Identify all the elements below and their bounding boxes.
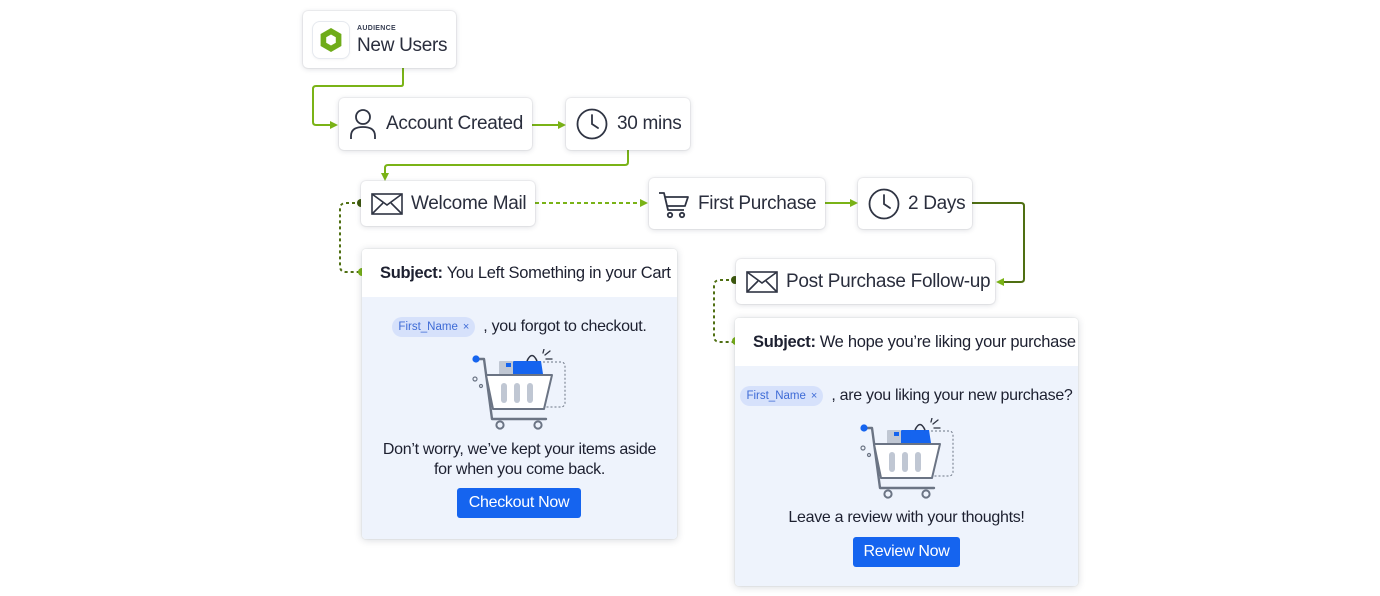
checkout-now-button[interactable]: Checkout Now <box>457 488 581 518</box>
mail-icon <box>746 270 778 293</box>
email-message: Don’t worry, we’ve kept your items aside… <box>382 441 657 478</box>
audience-node[interactable]: AUDIENCE New Users <box>303 11 456 68</box>
wait-node-30-mins[interactable]: 30 mins <box>566 98 690 150</box>
subject-label: Subject: <box>380 263 443 282</box>
node-label: Account Created <box>386 113 524 134</box>
review-now-button[interactable]: Review Now <box>853 537 960 567</box>
subject-text: We hope you’re liking your purchase <box>819 332 1076 351</box>
wait-node-2-days[interactable]: 2 Days <box>858 178 972 229</box>
node-label: 2 Days <box>908 192 966 214</box>
clock-icon <box>868 188 900 220</box>
connector-wait-to-welcome <box>381 150 629 181</box>
email-body: First_Name × , you forgot to checkout. <box>362 297 677 539</box>
email-node-post-purchase[interactable]: Post Purchase Follow-up <box>736 259 995 304</box>
email-node-welcome-mail[interactable]: Welcome Mail <box>361 181 535 226</box>
personalization-chip[interactable]: First_Name × <box>392 317 476 337</box>
cart-icon <box>658 188 690 220</box>
email-subject: Subject: You Left Something in your Cart <box>362 249 677 297</box>
connector-postpurchase-to-email2 <box>713 279 735 343</box>
subject-text: You Left Something in your Cart <box>446 263 671 282</box>
node-label: Post Purchase Follow-up <box>786 270 991 292</box>
node-label: 30 mins <box>617 113 682 134</box>
email-message: Leave a review with your thoughts! <box>788 509 1025 526</box>
chip-remove-icon[interactable]: × <box>462 321 470 333</box>
chip-label: First_Name <box>746 390 806 402</box>
connector-wait-to-postpurchase <box>972 202 1025 286</box>
connector-welcome-to-email1 <box>339 202 361 273</box>
mail-icon <box>371 192 403 215</box>
trigger-node-first-purchase[interactable]: First Purchase <box>649 178 825 229</box>
shopping-cart-illustration <box>472 348 568 436</box>
email-preview-card-cart: Subject: You Left Something in your Cart… <box>362 249 677 539</box>
email-preview-card-review: Subject: We hope you’re liking your purc… <box>735 318 1078 586</box>
email-greeting-line: First_Name × , are you liking your new p… <box>735 386 1078 406</box>
email-greeting-line: First_Name × , you forgot to checkout. <box>362 317 677 337</box>
audience-name: New Users <box>357 34 448 56</box>
greeting-text: , you forgot to checkout. <box>483 318 647 335</box>
trigger-node-account-created[interactable]: Account Created <box>339 98 532 150</box>
clock-icon <box>576 108 608 140</box>
chip-label: First_Name <box>398 321 458 333</box>
shopping-cart-illustration <box>860 417 956 505</box>
connector-audience-to-account <box>312 68 404 129</box>
audience-label: AUDIENCE <box>357 24 396 32</box>
email-subject: Subject: We hope you’re liking your purc… <box>735 318 1078 366</box>
greeting-text: , are you liking your new purchase? <box>831 387 1073 404</box>
personalization-chip[interactable]: First_Name × <box>740 386 824 406</box>
subject-label: Subject: <box>753 332 816 351</box>
user-icon <box>348 108 378 140</box>
node-label: First Purchase <box>698 192 817 214</box>
node-label: Welcome Mail <box>411 192 527 214</box>
audience-hexagon-icon <box>313 21 349 58</box>
chip-remove-icon[interactable]: × <box>810 390 818 402</box>
email-body: First_Name × , are you liking your new p… <box>735 366 1078 586</box>
